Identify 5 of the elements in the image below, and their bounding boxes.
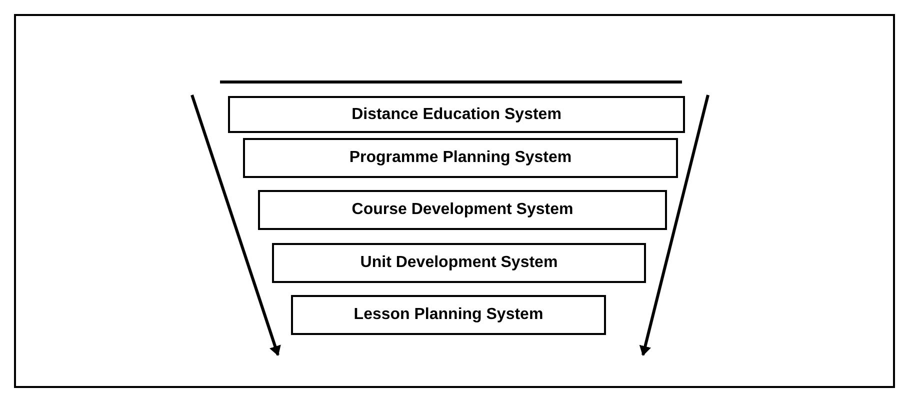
system-box: Distance Education System — [228, 96, 685, 133]
system-box: Course Development System — [258, 190, 667, 230]
system-box: Unit Development System — [272, 243, 646, 283]
system-box: Lesson Planning System — [291, 295, 606, 335]
system-box: Programme Planning System — [243, 138, 678, 178]
